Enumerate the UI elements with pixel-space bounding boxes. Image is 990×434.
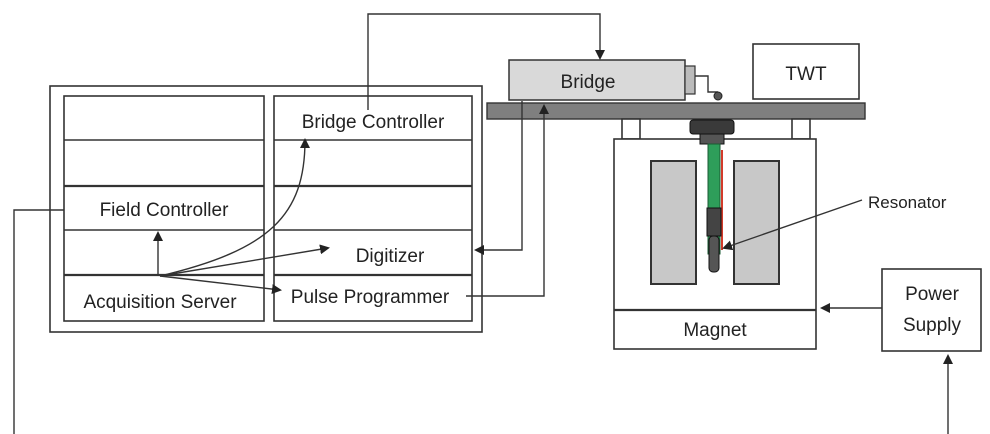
- power-supply-label-line2: Supply: [903, 315, 962, 336]
- bridge-box: [508, 59, 686, 101]
- probe-collar: [699, 133, 725, 145]
- field-controller-label: Field Controller: [100, 200, 229, 221]
- probe-tip: [708, 235, 720, 273]
- connector-field-controller-down: [13, 209, 64, 434]
- probe-head: [689, 119, 735, 135]
- magnet-pole-left: [650, 160, 697, 285]
- console-cabinet: [49, 85, 483, 333]
- resonator-probe: [689, 119, 735, 273]
- magnet-label: Magnet: [683, 320, 747, 341]
- resonator-label: Resonator: [868, 193, 947, 212]
- digitizer-label: Digitizer: [356, 246, 425, 267]
- console-left-column: [63, 95, 265, 322]
- arrow-to-pulse-programmer: [159, 275, 282, 295]
- probe-sample-holder: [706, 207, 722, 237]
- bridge-controller-label: Bridge Controller: [302, 112, 445, 133]
- bridge-port: [713, 91, 723, 101]
- console-right-column: [273, 95, 473, 322]
- arrow-to-digitizer: [159, 244, 330, 277]
- pulse-programmer-label: Pulse Programmer: [291, 287, 450, 308]
- bridge-connector: [684, 65, 696, 95]
- connector-bridge-to-digitizer: [474, 101, 523, 255]
- connector-pulse-programmer-to-bridge: [466, 104, 549, 297]
- bridge-assembly: Bridge: [508, 59, 723, 101]
- twt-label: TWT: [785, 64, 827, 85]
- resonator-pointer: [722, 199, 863, 251]
- table-plate: [486, 102, 866, 120]
- internal-arrows: [153, 138, 330, 295]
- table-leg-left: [621, 118, 641, 140]
- power-supply-label-line1: Power: [905, 284, 960, 305]
- bridge-label: Bridge: [561, 72, 616, 93]
- bridge-waveguide: [695, 75, 718, 93]
- magnet-pole-right: [733, 160, 780, 285]
- twt-box: [752, 43, 860, 100]
- table-leg-right: [791, 118, 811, 140]
- arrow-to-bridge-controller: [159, 138, 310, 277]
- acquisition-server-label: Acquisition Server: [83, 292, 237, 313]
- connector-bridge-controller-to-bridge: [367, 13, 605, 110]
- power-supply-box: [881, 268, 982, 352]
